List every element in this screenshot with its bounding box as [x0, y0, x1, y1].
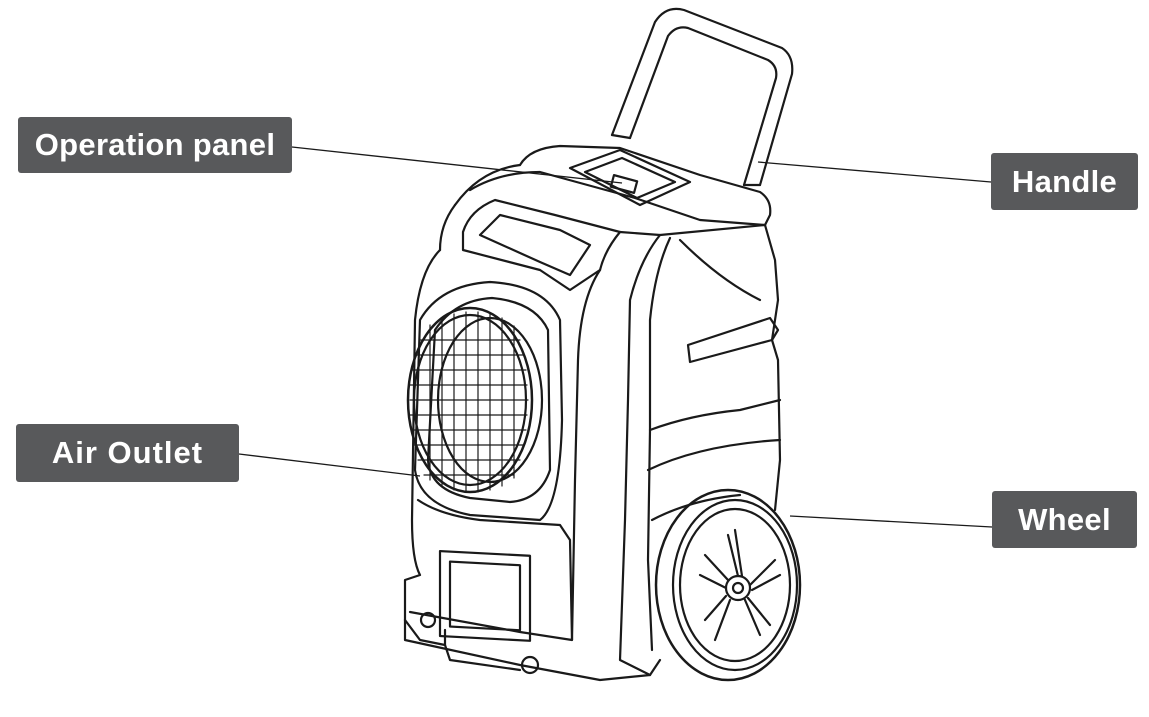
- handle-leader: [757, 161, 992, 183]
- side-body: [570, 223, 782, 677]
- wheel-drawing: [654, 488, 802, 682]
- grille-mesh: [409, 311, 529, 493]
- handle-drawing: [610, 7, 794, 187]
- operation-panel-drawing: [568, 148, 692, 207]
- air-outlet-leader: [238, 453, 421, 477]
- operation-panel-label: Operation panel: [18, 117, 292, 173]
- air-outlet-label: Air Outlet: [16, 424, 239, 482]
- wheel-leader: [789, 515, 993, 528]
- handle-label: Handle: [991, 153, 1138, 210]
- wheel-label: Wheel: [992, 491, 1137, 548]
- lower-front: [403, 498, 574, 675]
- top-lid: [438, 144, 772, 252]
- operation-panel-leader: [291, 146, 623, 184]
- leader-lines: [238, 146, 993, 528]
